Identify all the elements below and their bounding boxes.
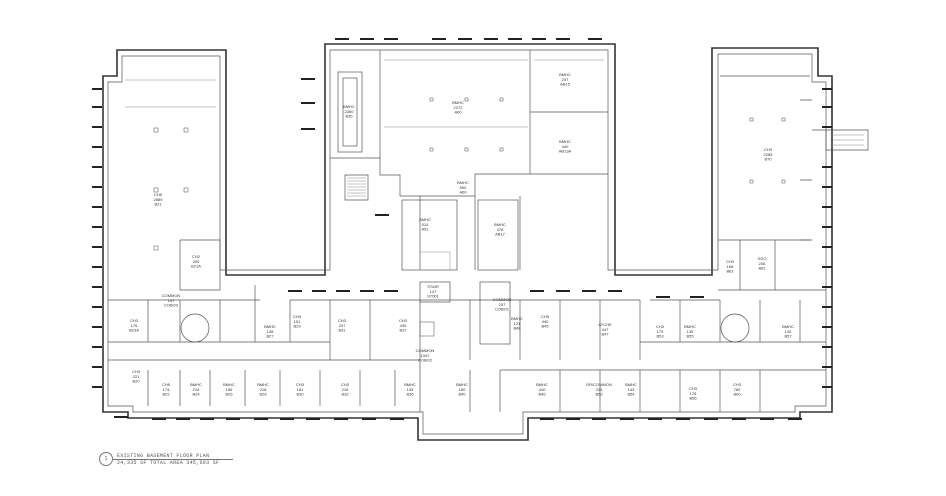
caption-underline <box>113 459 233 460</box>
west-wing-walls <box>108 79 420 361</box>
east-wing-walls <box>718 75 869 291</box>
building-outline <box>102 43 833 441</box>
window-marks <box>92 38 832 420</box>
drawing-title: EXISTING BASEMENT FLOOR PLAN <box>117 453 210 459</box>
south-corridor-walls <box>147 251 826 412</box>
drawing-subtitle: 24,335 SF TOTAL AREA 345,693 SF <box>117 460 220 466</box>
drawing-number-marker: 1 <box>99 452 113 466</box>
column-grid <box>153 97 786 337</box>
